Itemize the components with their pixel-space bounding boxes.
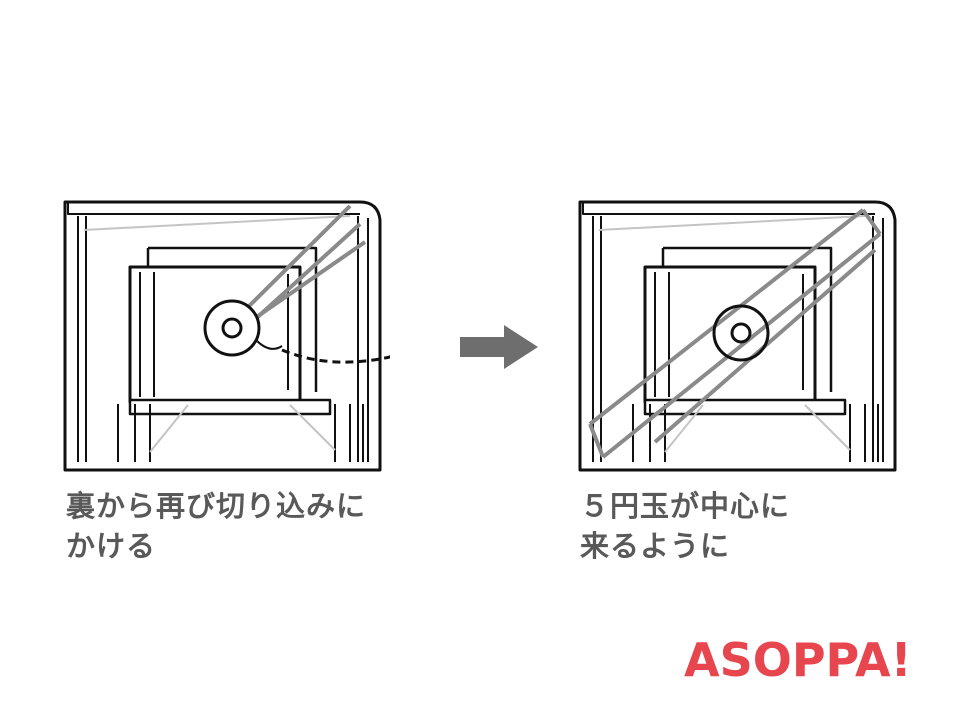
logo-text: ASOPPA! bbox=[684, 633, 912, 687]
caption-line: かける bbox=[66, 529, 157, 563]
step-illustration-before bbox=[63, 200, 390, 472]
caption-line: ５円玉が中心に bbox=[580, 489, 791, 523]
right-arrow-icon bbox=[460, 325, 538, 369]
step-illustration-after bbox=[578, 200, 897, 472]
asoppa-logo: ASOPPA! bbox=[684, 633, 912, 687]
caption-line: 裏から再び切り込みに bbox=[66, 489, 367, 523]
caption-after: ５円玉が中心に 来るように bbox=[580, 486, 790, 566]
caption-line: 来るように bbox=[580, 529, 731, 563]
caption-before: 裏から再び切り込みに かける bbox=[66, 486, 366, 566]
